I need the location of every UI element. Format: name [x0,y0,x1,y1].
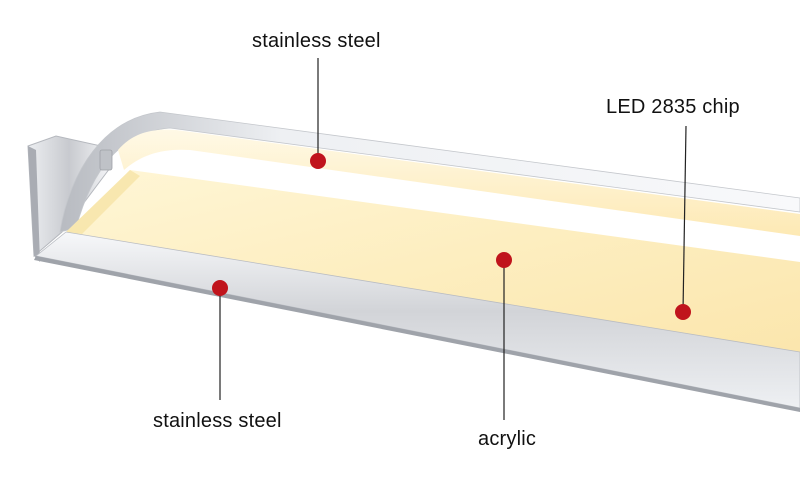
leader-line-led [682,125,687,313]
acrylic-bevel [66,170,140,234]
label-led-chip: LED 2835 chip [606,96,740,118]
label-stainless-steel-bottom: stainless steel [153,410,282,432]
marker-dot-led [675,304,691,320]
marker-dot-acrylic [496,252,512,268]
acrylic-top-strip [118,129,800,236]
rail-shadow-edge [34,256,800,412]
label-acrylic: acrylic [478,428,537,450]
acrylic-panel [66,170,800,352]
bracket-edge [28,146,40,262]
marker-dot-top-steel [310,153,326,169]
top-steel-cap [59,111,800,233]
marker-dot-bottom-steel [212,280,228,296]
bracket-screw [99,149,113,171]
label-stainless-steel-top: stainless steel [252,30,381,52]
